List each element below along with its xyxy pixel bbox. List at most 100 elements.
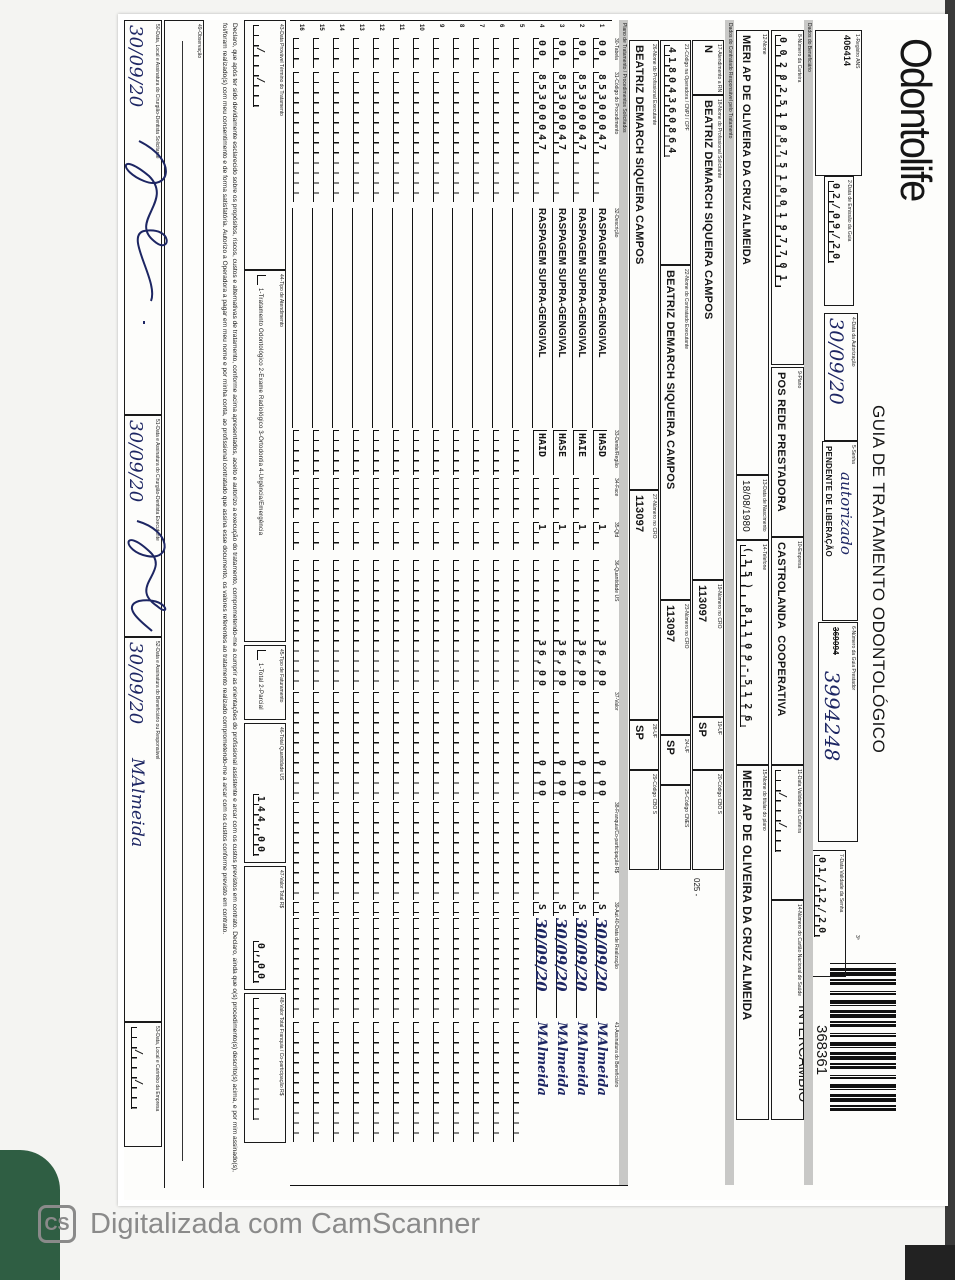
field-carimbo-empresa[interactable]: 53-Data, Local e Carimbo da Empresa / / bbox=[124, 1022, 162, 1147]
cell-dente[interactable] bbox=[373, 430, 387, 475]
cell-qtd[interactable]: 1 bbox=[573, 522, 587, 550]
cell-descricao[interactable] bbox=[472, 208, 487, 428]
cell-aut[interactable]: S bbox=[553, 902, 567, 916]
cell-assin[interactable]: MAlmeida bbox=[594, 1022, 609, 1096]
cell-assin[interactable] bbox=[433, 1022, 447, 1142]
cell-qtd[interactable] bbox=[313, 522, 327, 550]
cell-data[interactable] bbox=[453, 918, 467, 1018]
cell-aut[interactable] bbox=[513, 902, 527, 916]
field-assinatura-solicitante[interactable]: 50-Data, Local e Assinatura do Cirurgião… bbox=[124, 20, 168, 415]
cell-franquia[interactable] bbox=[573, 802, 587, 900]
cell-dente[interactable] bbox=[393, 430, 407, 475]
cell-us[interactable]: 36,00 bbox=[553, 560, 567, 690]
cell-data[interactable] bbox=[433, 918, 447, 1018]
cell-dente[interactable] bbox=[453, 430, 467, 475]
cell-codigo[interactable] bbox=[373, 72, 387, 202]
cell-codigo[interactable]: 85300047 bbox=[553, 72, 567, 202]
field-data-autorizacao[interactable]: 4-Data da Autorização 30/09/20 bbox=[824, 313, 858, 441]
cell-data[interactable] bbox=[373, 918, 387, 1018]
cell-aut[interactable] bbox=[493, 902, 507, 916]
cell-us[interactable] bbox=[313, 560, 327, 690]
cell-aut[interactable] bbox=[393, 902, 407, 916]
cell-codigo[interactable] bbox=[473, 72, 487, 202]
cell-qtd[interactable] bbox=[473, 522, 487, 550]
cell-aut[interactable] bbox=[353, 902, 367, 916]
cell-franquia[interactable] bbox=[513, 802, 527, 900]
cell-assin[interactable] bbox=[313, 1022, 327, 1142]
cell-assin[interactable] bbox=[333, 1022, 347, 1142]
cell-aut[interactable] bbox=[373, 902, 387, 916]
cell-face[interactable] bbox=[333, 478, 347, 518]
cell-valor[interactable] bbox=[353, 692, 367, 800]
cell-data[interactable] bbox=[313, 918, 327, 1018]
checkbox[interactable] bbox=[257, 275, 266, 285]
cell-assin[interactable]: MAlmeida bbox=[534, 1022, 549, 1096]
cell-franquia[interactable] bbox=[313, 802, 327, 900]
cell-face[interactable] bbox=[433, 478, 447, 518]
cell-descricao[interactable] bbox=[372, 208, 387, 428]
cell-face[interactable] bbox=[513, 478, 527, 518]
cell-dente[interactable] bbox=[473, 430, 487, 475]
cell-aut[interactable]: S bbox=[573, 902, 587, 916]
cell-us[interactable]: 36,00 bbox=[573, 560, 587, 690]
cell-face[interactable] bbox=[553, 478, 567, 518]
cell-data[interactable]: 30/09/20 bbox=[592, 918, 610, 1018]
cell-descricao[interactable] bbox=[392, 208, 407, 428]
cell-dente[interactable] bbox=[293, 430, 307, 475]
cell-codigo[interactable] bbox=[433, 72, 447, 202]
cell-assin[interactable] bbox=[453, 1022, 467, 1142]
cell-data[interactable] bbox=[513, 918, 527, 1018]
cell-us[interactable] bbox=[473, 560, 487, 690]
cell-qtd[interactable] bbox=[493, 522, 507, 550]
cell-us[interactable] bbox=[433, 560, 447, 690]
cell-dente[interactable] bbox=[433, 430, 447, 475]
cell-face[interactable] bbox=[373, 478, 387, 518]
cell-franquia[interactable] bbox=[333, 802, 347, 900]
cell-assin[interactable] bbox=[293, 1022, 307, 1142]
cell-tabela[interactable]: 00 bbox=[553, 38, 567, 68]
cell-assin[interactable] bbox=[513, 1022, 527, 1142]
cell-qtd[interactable]: 1 bbox=[553, 522, 567, 550]
cell-face[interactable] bbox=[593, 478, 607, 518]
cell-aut[interactable] bbox=[413, 902, 427, 916]
cell-tabela[interactable]: 00 bbox=[533, 38, 547, 68]
cell-face[interactable] bbox=[413, 478, 427, 518]
cell-qtd[interactable] bbox=[353, 522, 367, 550]
cell-face[interactable] bbox=[533, 478, 547, 518]
cell-aut[interactable] bbox=[433, 902, 447, 916]
cell-tabela[interactable] bbox=[413, 38, 427, 68]
cell-aut[interactable]: S bbox=[533, 902, 547, 916]
cell-tabela[interactable] bbox=[373, 38, 387, 68]
cell-aut[interactable] bbox=[453, 902, 467, 916]
cell-data[interactable] bbox=[413, 918, 427, 1018]
cell-data[interactable]: 30/09/20 bbox=[552, 918, 570, 1018]
cell-aut[interactable] bbox=[313, 902, 327, 916]
cell-tabela[interactable] bbox=[473, 38, 487, 68]
cell-data[interactable] bbox=[393, 918, 407, 1018]
cell-us[interactable]: 36,00 bbox=[593, 560, 607, 690]
cell-tabela[interactable]: 00 bbox=[593, 38, 607, 68]
cell-assin[interactable] bbox=[413, 1022, 427, 1142]
cell-dente[interactable] bbox=[513, 430, 527, 475]
cell-franquia[interactable] bbox=[433, 802, 447, 900]
cell-qtd[interactable] bbox=[293, 522, 307, 550]
cell-tabela[interactable] bbox=[513, 38, 527, 68]
cell-descricao[interactable] bbox=[432, 208, 447, 428]
cell-dente[interactable] bbox=[313, 430, 327, 475]
cell-codigo[interactable] bbox=[493, 72, 507, 202]
cell-tabela[interactable] bbox=[313, 38, 327, 68]
cell-qtd[interactable] bbox=[513, 522, 527, 550]
cell-descricao[interactable] bbox=[332, 208, 347, 428]
cell-assin[interactable] bbox=[473, 1022, 487, 1142]
cell-qtd[interactable] bbox=[373, 522, 387, 550]
cell-qtd[interactable]: 1 bbox=[533, 522, 547, 550]
cell-valor[interactable] bbox=[393, 692, 407, 800]
cell-us[interactable] bbox=[453, 560, 467, 690]
cell-face[interactable] bbox=[473, 478, 487, 518]
cell-face[interactable] bbox=[573, 478, 587, 518]
cell-descricao[interactable] bbox=[452, 208, 467, 428]
cell-codigo[interactable] bbox=[293, 72, 307, 202]
cell-descricao[interactable]: RASPAGEM SUPRA-GENGIVAL bbox=[572, 208, 587, 428]
cell-descricao[interactable] bbox=[512, 208, 527, 428]
cell-aut[interactable]: S bbox=[593, 902, 607, 916]
